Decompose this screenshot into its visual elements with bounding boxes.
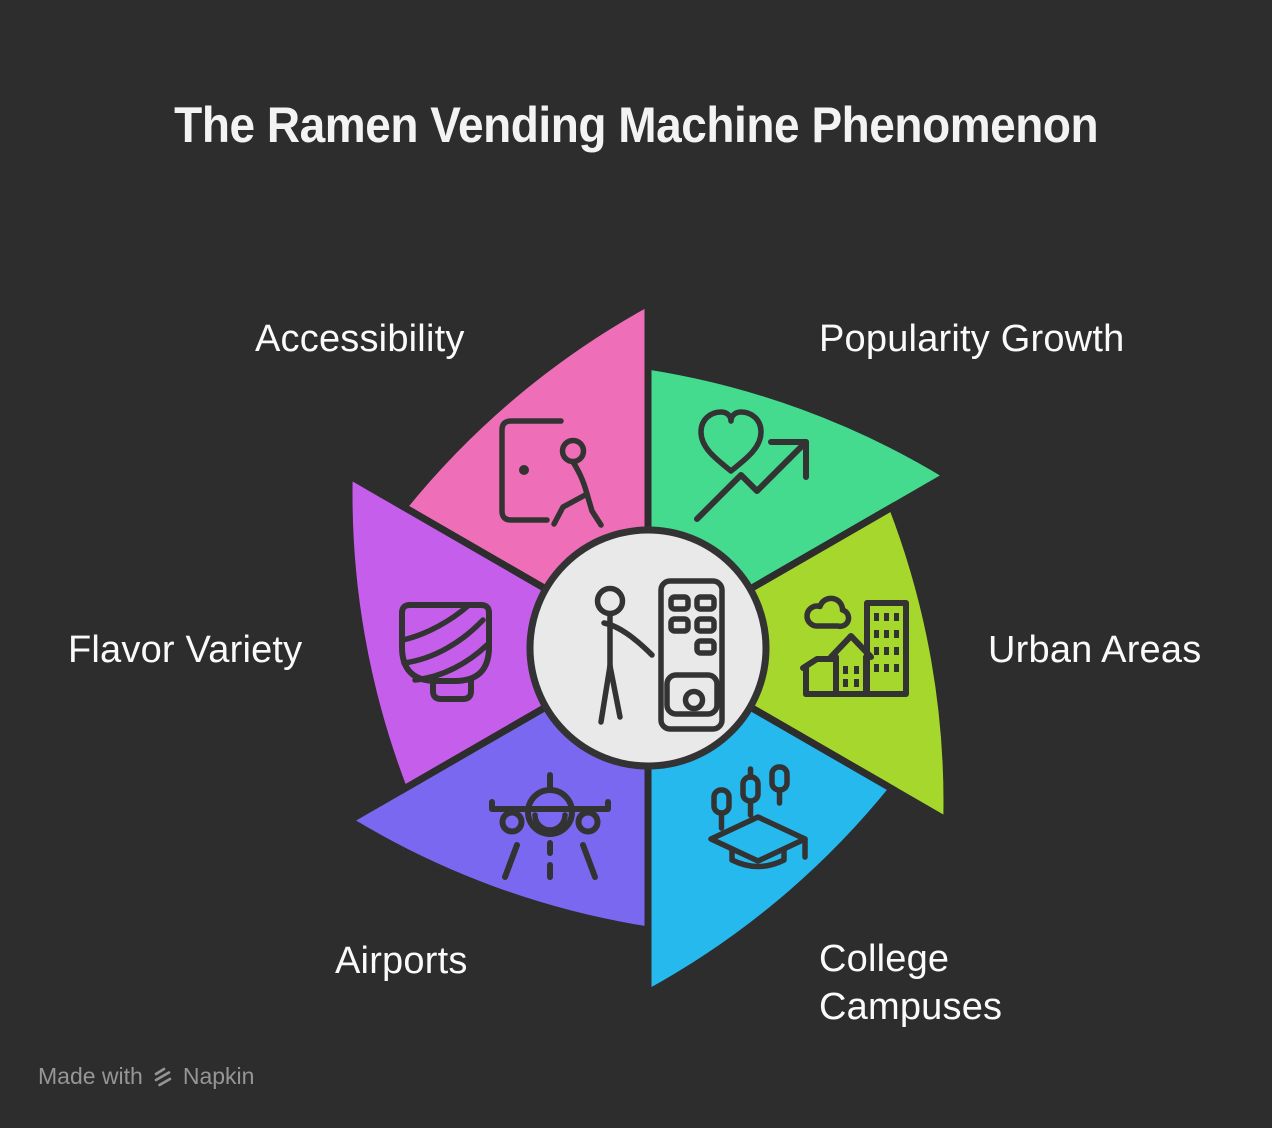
segment-urban-areas (640, 501, 951, 827)
segment-flavor-variety (345, 469, 656, 795)
city-buildings-icon (800, 595, 909, 697)
person-vending-machine-icon (594, 578, 725, 732)
segment-label-flavor-variety: Flavor Variety (68, 629, 303, 671)
segment-label-popularity-growth: Popularity Growth (819, 318, 1125, 360)
graduation-cap-chart-icon (708, 764, 808, 870)
segment-label-accessibility: Accessibility (255, 318, 465, 360)
airplane-runway-icon (489, 772, 611, 880)
segment-label-airports: Airports (335, 940, 468, 982)
napkin-logo-icon (154, 1067, 172, 1086)
ramen-bowl-icon (399, 602, 492, 702)
watermark-brand: Napkin (182, 1063, 255, 1089)
watermark-made-with: Made with (38, 1063, 143, 1089)
heart-trend-up-icon (694, 409, 809, 522)
page-title: The Ramen Vending Machine Phenomenon (173, 97, 1099, 153)
segment-label-urban-areas: Urban Areas (988, 629, 1202, 671)
segment-label-college-campuses: College Campuses (819, 938, 1003, 1028)
watermark: Made with Napkin (38, 1063, 254, 1090)
door-walk-icon (499, 418, 604, 528)
